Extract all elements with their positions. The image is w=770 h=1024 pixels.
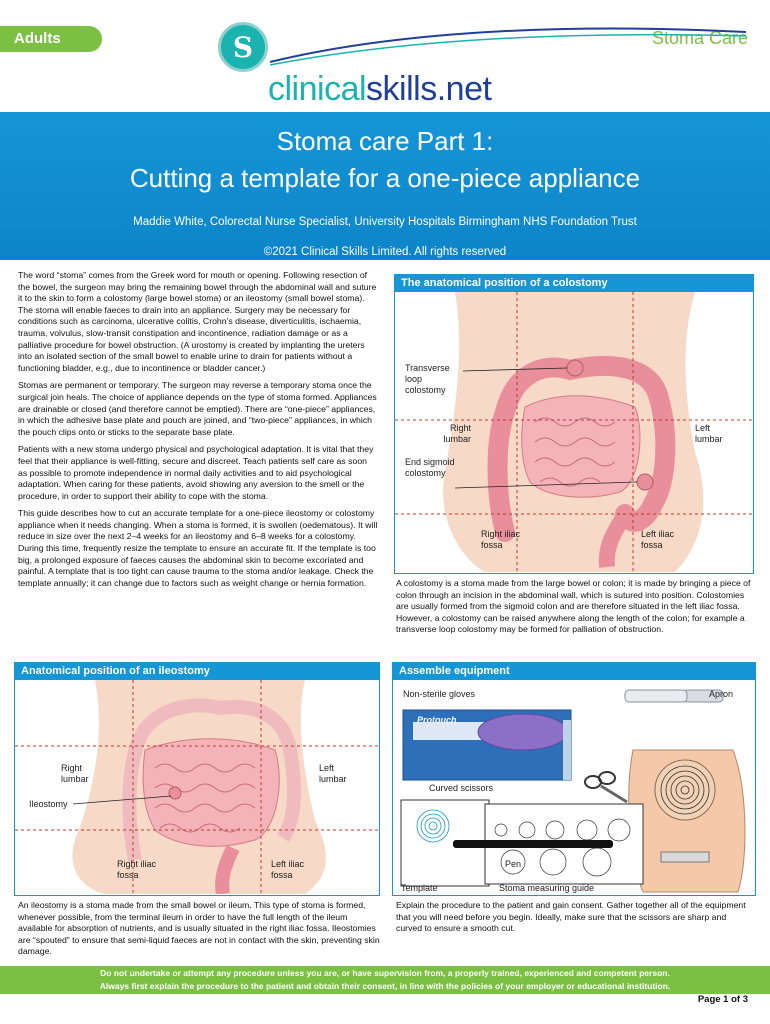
label-end-sigmoid-colostomy: End sigmoid colostomy [405, 457, 455, 478]
label-left-lumbar: Left lumbar [695, 423, 723, 444]
intro-paragraph-2: Stomas are permanent or temporary. The s… [18, 380, 377, 437]
ileostomy-illustration [15, 680, 378, 894]
ileostomy-heading: Anatomical position of an ileostomy [15, 663, 379, 680]
disclaimer-bar: Do not undertake or attempt any procedur… [0, 966, 770, 994]
colostomy-illustration [395, 292, 752, 572]
ileo-label-left-iliac-fossa: Left iliac fossa [271, 859, 305, 880]
page-subtitle: Cutting a template for a one-piece appli… [129, 163, 641, 193]
author-line: Maddie White, Colorectal Nurse Specialis… [133, 216, 637, 228]
label-curved-scissors: Curved scissors [429, 783, 494, 793]
ileo-label-left-lumbar: Left lumbar [319, 763, 347, 784]
equipment-heading: Assemble equipment [393, 663, 755, 680]
logo-text-clinical: clinical [268, 70, 367, 108]
site-logo: clinicalskills.net [268, 70, 492, 109]
page-title: Stoma care Part 1: [276, 126, 494, 156]
label-right-lumbar: Right lumbar [443, 423, 471, 444]
title-banner: Stoma care Part 1: Cutting a template fo… [0, 112, 770, 260]
logo-text-skills: skills.net [366, 70, 492, 108]
logo-letter: S [232, 31, 254, 64]
disclaimer-line-1: Do not undertake or attempt any procedur… [100, 968, 670, 978]
intro-paragraph-3: Patients with a new stoma undergo physic… [18, 444, 374, 501]
label-non-sterile-gloves: Non-sterile gloves [403, 689, 476, 699]
label-apron: Apron [709, 689, 734, 699]
label-stoma-measuring-guide: Stoma measuring guide [499, 883, 595, 893]
copyright-line: ©2021 Clinical Skills Limited. All right… [263, 246, 507, 258]
colostomy-heading: The anatomical position of a colostomy [395, 275, 753, 292]
category-label: Stoma Care [651, 28, 748, 48]
label-pen: Pen [505, 859, 522, 869]
label-transverse-loop-colostomy: Transverse loop colostomy [405, 363, 450, 395]
disclaimer-line-2: Always first explain the procedure to th… [99, 981, 671, 991]
glove-box-brand: Protouch [417, 715, 457, 725]
logo-swoosh [269, 27, 747, 66]
colostomy-caption: A colostomy is a stoma made from the lar… [396, 578, 751, 635]
section-tab: Adults [0, 26, 102, 52]
label-template: Template [401, 883, 438, 893]
intro-paragraph-4: This guide describes how to cut an accur… [18, 508, 378, 588]
ileo-label-right-iliac-fossa: Right iliac fossa [117, 859, 157, 880]
page-number: Page 1 of 3 [697, 994, 748, 1005]
intro-paragraph-1: The word “stoma” comes from the Greek wo… [18, 270, 377, 373]
ileo-label-right-lumbar: Right lumbar [61, 763, 89, 784]
intro-text: The word “stoma” comes from the Greek wo… [18, 270, 378, 595]
ileo-label-ileostomy: Ileostomy [29, 799, 68, 809]
ileostomy-caption: An ileostomy is a stoma made from the sm… [18, 900, 380, 957]
equipment-illustration [400, 689, 746, 893]
equipment-figure-panel: Assemble equipment Non-sterile gloves Ap… [392, 662, 756, 896]
equipment-caption: Explain the procedure to the patient and… [396, 900, 746, 934]
section-tab-label: Adults [14, 30, 61, 47]
ileostomy-figure-panel: Anatomical position of an ileostomy Righ… [14, 662, 380, 896]
label-left-iliac-fossa: Left iliac fossa [641, 529, 675, 550]
logo-icon: S [218, 22, 268, 72]
label-right-iliac-fossa: Right iliac fossa [481, 529, 521, 550]
colostomy-figure-panel: The anatomical position of a colostomy T… [394, 274, 754, 574]
